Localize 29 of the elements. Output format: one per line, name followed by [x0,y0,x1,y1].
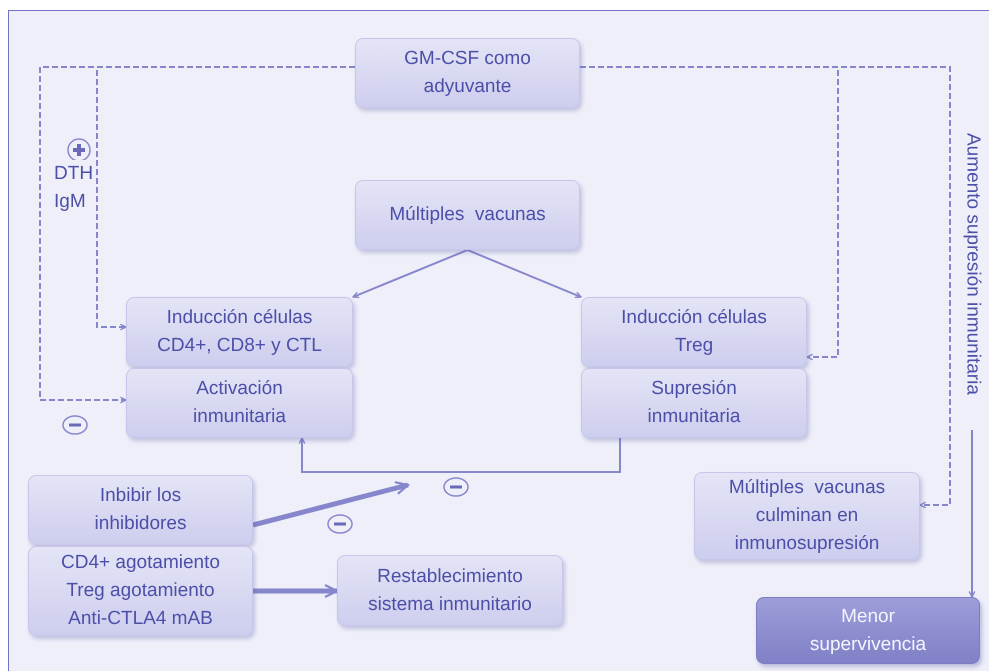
arrow [298,437,621,473]
process-box [355,38,580,108]
box-text: Menor supervivencia [808,604,928,656]
box-text: Múltiples vacunas [389,203,546,227]
process-box [28,546,253,636]
box-text: Inducción células CD4+, CD8+ y CTL [156,306,323,358]
process-box [756,597,980,664]
box-text: Inbibir los inhibidores [94,484,188,536]
arrow [352,249,468,298]
thick-arrow [253,584,338,598]
process-box [355,180,580,250]
thick-arrow [252,481,410,528]
box-text: Supresión inmunitaria [646,377,742,429]
box-text: Inducción células Treg [620,306,768,358]
process-box [581,297,807,367]
process-box [337,555,563,626]
box-text: Aumento supresión inmunitaria [961,133,984,395]
process-box [126,368,353,438]
process-box [126,297,353,367]
box-text: Restablecimiento sistema inmunitario [367,564,533,616]
process-box [581,368,807,438]
box-text: CD4+ agotamiento Treg agotamiento Anti-CTLA4 mAB [60,551,221,631]
process-box [694,472,920,560]
box-text: Múltiples vacunas culminan en inmunosupresión [728,476,886,556]
process-box [28,475,253,545]
arrow [968,430,976,598]
box-text: Activación inmunitaria [192,377,287,429]
box-text: GM-CSF como adyuvante [403,47,532,99]
arrow [467,249,582,298]
